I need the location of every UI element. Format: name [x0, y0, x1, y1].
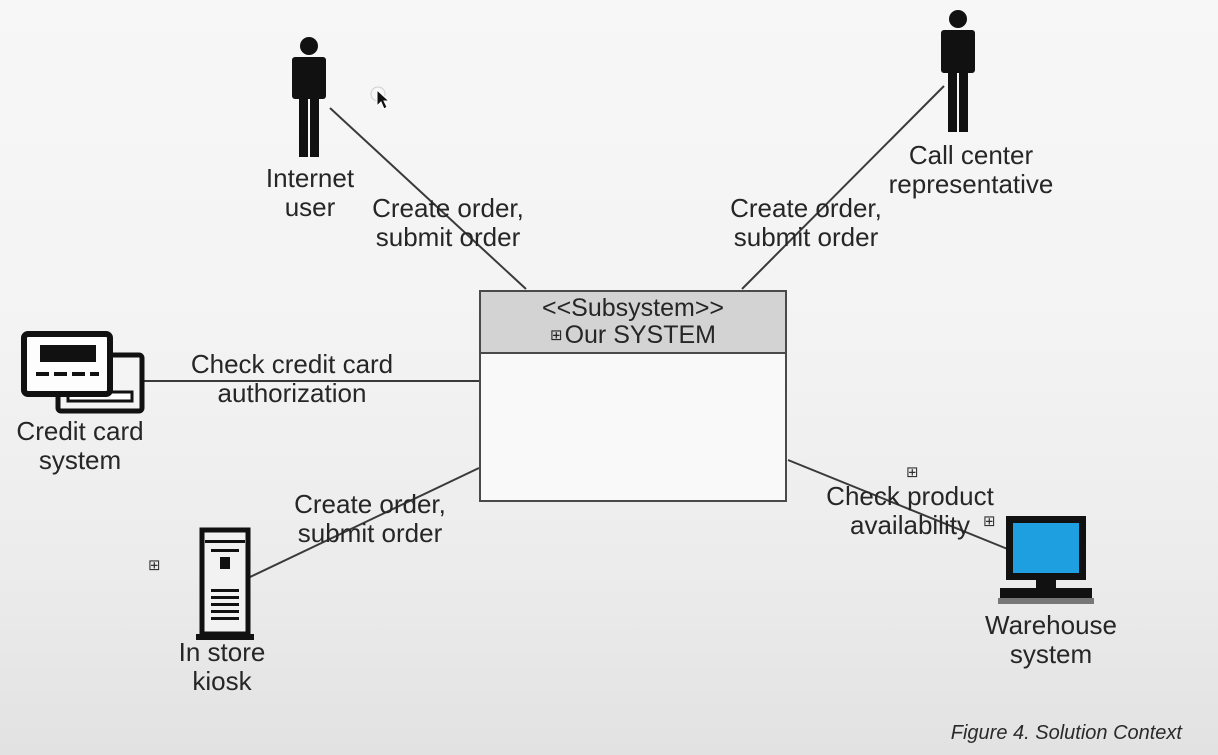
actor-label-warehouse: Warehouse system: [968, 611, 1134, 669]
actor-label-line: Call center: [908, 140, 1034, 170]
assoc-label-call-center: Create order, submit order: [720, 194, 892, 252]
assoc-label-credit-card: Check credit card authorization: [172, 350, 412, 408]
assoc-label-line: submit order: [297, 518, 443, 548]
subsystem-name-row: ⊞Our SYSTEM: [481, 322, 785, 349]
actor-label-line: system: [1009, 639, 1093, 669]
assoc-line-warehouse: [787, 459, 1011, 551]
package-icon: ⊞: [550, 327, 563, 344]
subsystem-box: <<Subsystem>> ⊞Our SYSTEM: [479, 290, 787, 502]
actor-label-line: representative: [888, 169, 1054, 199]
assoc-label-line: availability: [850, 510, 970, 540]
assoc-label-line: Create order,: [730, 193, 882, 223]
subsystem-name: Our SYSTEM: [564, 321, 716, 349]
actor-label-call-center: Call center representative: [866, 141, 1076, 199]
figure-caption: Figure 4. Solution Context: [950, 722, 1182, 744]
assoc-line-call-center: [741, 85, 945, 290]
actor-label-credit-card: Credit card system: [2, 417, 158, 475]
assoc-line-kiosk: [247, 467, 480, 579]
package-icon: ⊞: [906, 464, 919, 481]
assoc-line-internet-user: [329, 107, 527, 290]
actor-label-internet-user: Internet user: [252, 164, 368, 222]
package-icon: ⊞: [148, 557, 161, 574]
actor-label-line: kiosk: [192, 666, 252, 696]
credit-card-icon: [21, 331, 145, 414]
assoc-label-line: Create order,: [294, 489, 446, 519]
person-icon: [941, 10, 975, 132]
actor-label-line: Internet: [265, 163, 355, 193]
assoc-label-line: Check product: [826, 481, 994, 511]
person-icon: [292, 37, 326, 157]
cursor-icon: [370, 86, 391, 110]
actor-label-line: user: [284, 192, 336, 222]
subsystem-header: <<Subsystem>> ⊞Our SYSTEM: [481, 292, 785, 354]
actor-label-line: In store: [178, 637, 266, 667]
actor-label-line: Warehouse: [985, 610, 1117, 640]
assoc-label-line: submit order: [375, 222, 521, 252]
actor-label-line: Credit card: [16, 416, 144, 446]
assoc-label-warehouse: Check product availability: [812, 482, 1008, 540]
assoc-label-line: submit order: [733, 222, 879, 252]
assoc-label-line: authorization: [217, 378, 367, 408]
assoc-label-internet-user: Create order, submit order: [362, 194, 534, 252]
assoc-label-kiosk: Create order, submit order: [284, 490, 456, 548]
actor-label-kiosk: In store kiosk: [160, 638, 284, 696]
computer-monitor-icon: [998, 516, 1094, 604]
actor-label-line: system: [38, 445, 122, 475]
kiosk-icon: [196, 527, 254, 640]
package-icon: ⊞: [983, 513, 996, 530]
assoc-label-line: Create order,: [372, 193, 524, 223]
subsystem-stereotype: <<Subsystem>>: [541, 294, 725, 322]
assoc-label-line: Check credit card: [190, 349, 394, 379]
